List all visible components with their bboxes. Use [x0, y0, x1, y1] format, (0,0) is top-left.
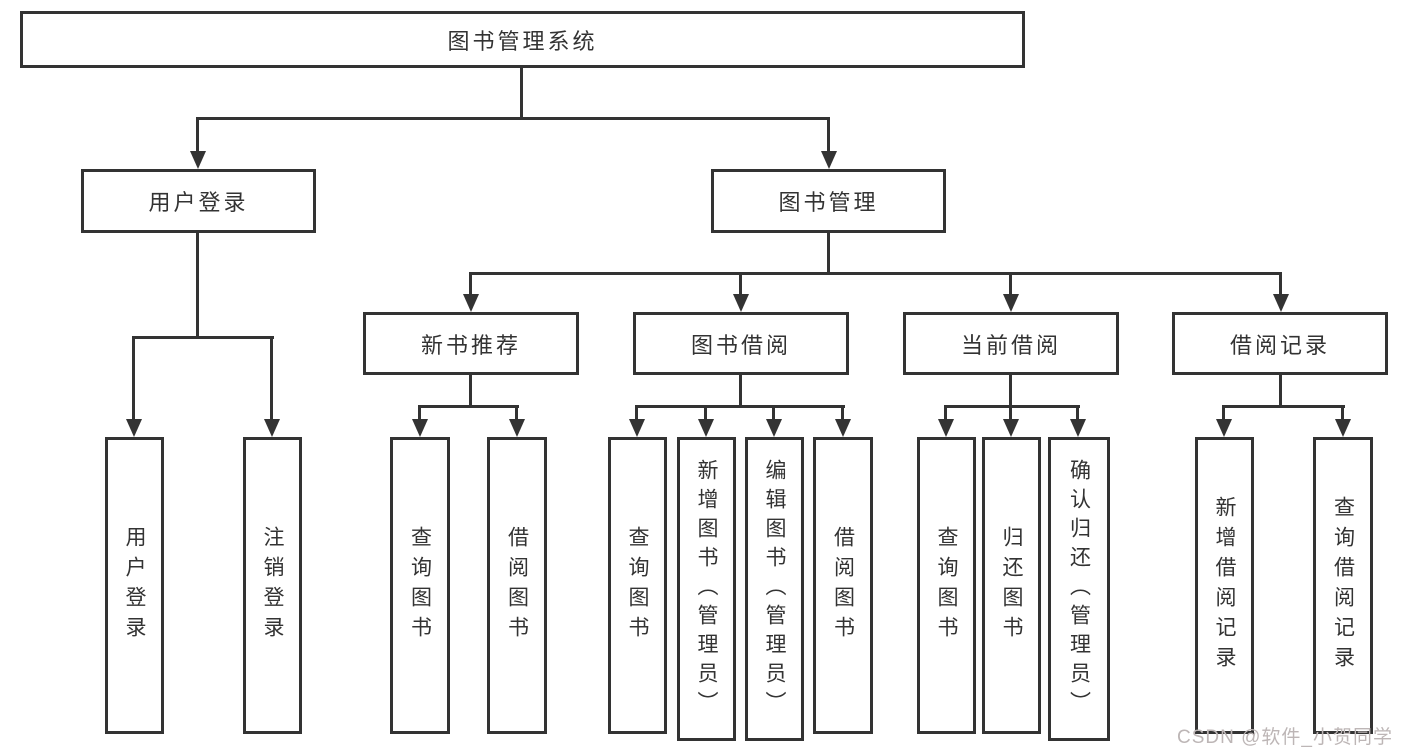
connector-line	[520, 68, 523, 117]
connector-line	[1279, 272, 1282, 295]
arrowhead-down-icon	[1070, 419, 1086, 437]
node-label: 图书管理系统	[447, 28, 598, 54]
leaf-user-login: 用户登录	[105, 437, 164, 734]
connector-line	[270, 336, 273, 420]
node-book-borrow: 图书借阅	[633, 312, 849, 375]
connector-line	[418, 405, 421, 420]
leaf-label: 查询图书	[408, 525, 432, 646]
node-label: 借阅记录	[1229, 332, 1330, 358]
connector-line	[704, 405, 707, 420]
arrowhead-down-icon	[509, 419, 525, 437]
leaf-query-books-current: 查询图书	[917, 437, 976, 734]
leaf-edit-books-admin: 编辑图书（管理员）	[745, 437, 804, 741]
arrowhead-down-icon	[1273, 294, 1289, 312]
connector-line	[841, 405, 844, 420]
connector-line	[944, 405, 1080, 408]
arrowhead-down-icon	[463, 294, 479, 312]
node-label: 图书借阅	[690, 332, 791, 358]
leaf-label: 确认归还（管理员）	[1067, 458, 1091, 720]
arrowhead-down-icon	[698, 419, 714, 437]
connector-line	[944, 405, 947, 420]
node-user-login: 用户登录	[81, 169, 316, 233]
leaf-label: 归还图书	[1000, 525, 1023, 646]
leaf-borrow-books: 借阅图书	[813, 437, 873, 734]
leaf-label: 查询图书	[935, 525, 958, 646]
leaf-add-books-admin: 新增图书（管理员）	[677, 437, 736, 741]
connector-line	[1009, 375, 1012, 405]
connector-line	[1009, 272, 1012, 295]
leaf-label: 查询图书	[626, 525, 649, 646]
node-label: 图书管理	[778, 190, 879, 215]
arrowhead-down-icon	[1216, 419, 1232, 437]
leaf-borrow-books-recommend: 借阅图书	[487, 437, 547, 734]
arrowhead-down-icon	[264, 419, 280, 437]
connector-line	[827, 233, 830, 272]
leaf-logout: 注销登录	[243, 437, 302, 734]
arrowhead-down-icon	[766, 419, 782, 437]
connector-line	[635, 405, 845, 408]
leaf-label: 新增借阅记录	[1213, 495, 1236, 676]
arrowhead-down-icon	[821, 151, 837, 169]
leaf-return-books: 归还图书	[982, 437, 1041, 734]
node-current-borrow: 当前借阅	[903, 312, 1119, 375]
node-book-management: 图书管理	[711, 169, 946, 233]
leaf-label: 借阅图书	[831, 525, 855, 646]
connector-line	[1222, 405, 1225, 420]
arrowhead-down-icon	[190, 151, 206, 169]
connector-line	[196, 233, 199, 336]
connector-line	[196, 117, 199, 152]
connector-line	[132, 336, 274, 339]
node-new-book-recommend: 新书推荐	[363, 312, 579, 375]
leaf-add-borrow-record: 新增借阅记录	[1195, 437, 1254, 734]
arrowhead-down-icon	[835, 419, 851, 437]
node-root: 图书管理系统	[20, 11, 1025, 68]
leaf-query-borrow-record: 查询借阅记录	[1313, 437, 1373, 734]
watermark: CSDN @软件_小贺同学	[1177, 727, 1393, 747]
node-label: 新书推荐	[420, 332, 521, 358]
leaf-label: 借阅图书	[505, 525, 529, 646]
arrowhead-down-icon	[1335, 419, 1351, 437]
connector-line	[1279, 375, 1282, 405]
node-borrow-records: 借阅记录	[1172, 312, 1388, 375]
connector-line	[1222, 405, 1345, 408]
arrowhead-down-icon	[1003, 294, 1019, 312]
leaf-label: 查询借阅记录	[1331, 495, 1355, 676]
leaf-label: 新增图书（管理员）	[695, 458, 718, 720]
connector-line	[469, 272, 472, 295]
connector-line	[418, 405, 519, 408]
connector-line	[739, 375, 742, 405]
connector-line	[635, 405, 638, 420]
node-label: 当前借阅	[960, 332, 1061, 358]
arrowhead-down-icon	[938, 419, 954, 437]
node-label: 用户登录	[148, 190, 249, 215]
leaf-label: 注销登录	[261, 525, 284, 646]
connector-line	[1076, 405, 1079, 420]
leaf-label: 用户登录	[123, 525, 146, 646]
arrowhead-down-icon	[629, 419, 645, 437]
arrowhead-down-icon	[412, 419, 428, 437]
connector-line	[469, 272, 1282, 275]
arrowhead-down-icon	[126, 419, 142, 437]
connector-line	[739, 272, 742, 295]
leaf-label: 编辑图书（管理员）	[763, 458, 786, 720]
arrowhead-down-icon	[733, 294, 749, 312]
arrowhead-down-icon	[1003, 419, 1019, 437]
leaf-confirm-return-admin: 确认归还（管理员）	[1048, 437, 1110, 741]
connector-line	[132, 336, 135, 420]
connector-line	[196, 117, 830, 120]
leaf-query-books-recommend: 查询图书	[390, 437, 450, 734]
connector-line	[827, 117, 830, 152]
connector-line	[469, 375, 472, 405]
connector-line	[772, 405, 775, 420]
connector-line	[515, 405, 518, 420]
leaf-query-books-borrow: 查询图书	[608, 437, 667, 734]
connector-line	[1341, 405, 1344, 420]
connector-line	[1009, 405, 1012, 420]
